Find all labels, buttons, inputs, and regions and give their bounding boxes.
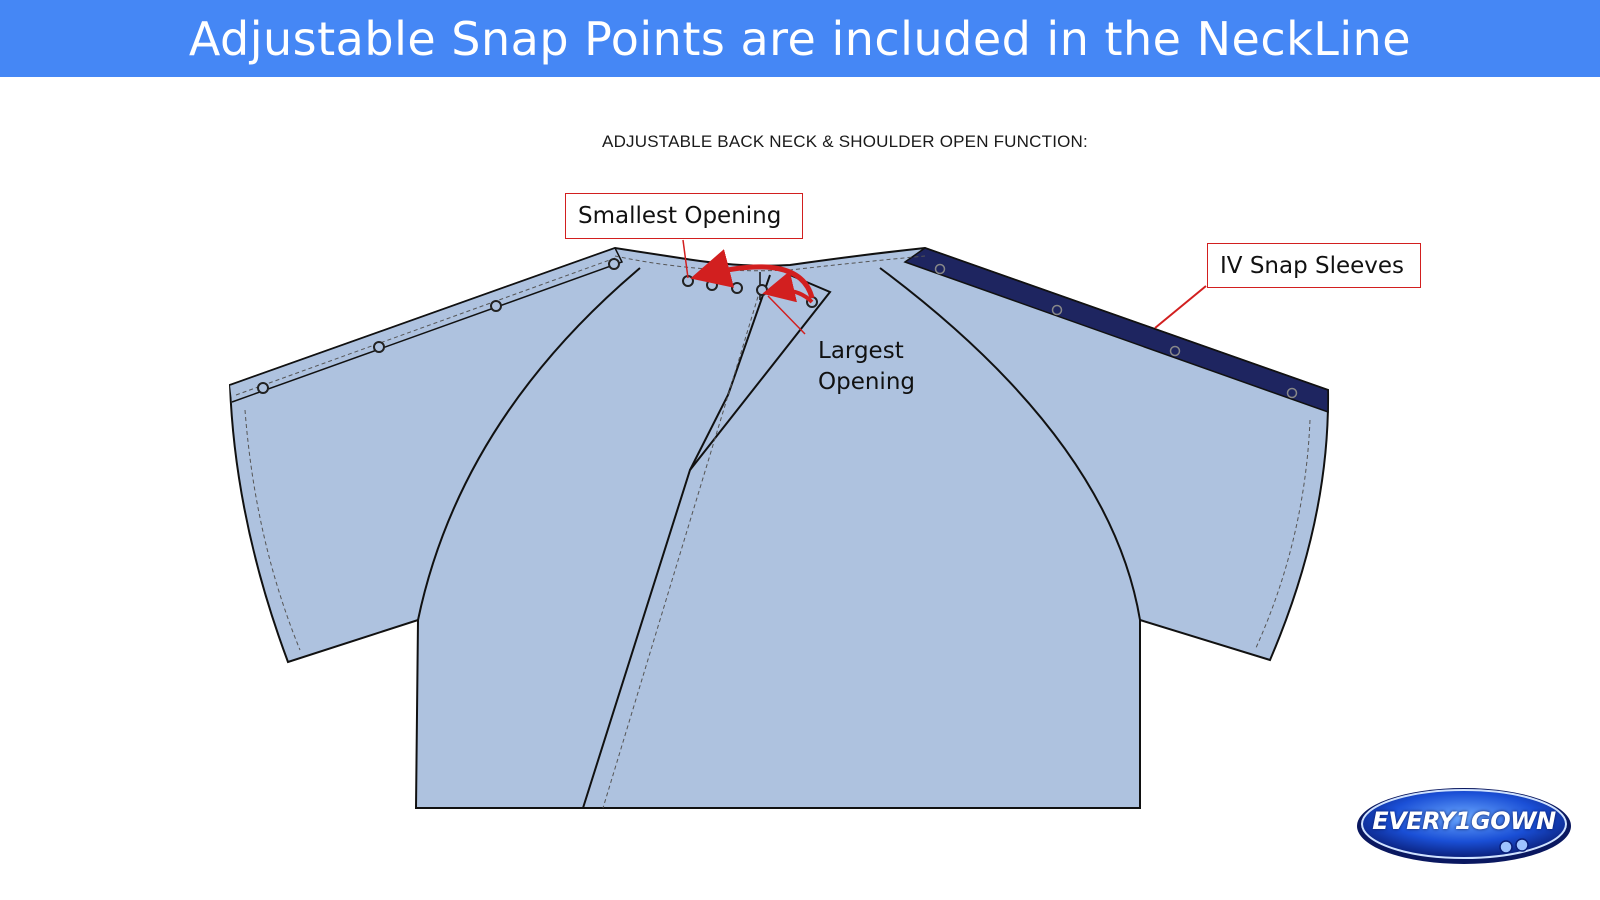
diagram-subtitle: ADJUSTABLE BACK NECK & SHOULDER OPEN FUN… <box>602 132 1088 151</box>
page-title: Adjustable Snap Points are included in t… <box>188 11 1412 66</box>
smallest-arrow <box>690 249 815 299</box>
largest-opening-line-2: Opening <box>818 369 915 395</box>
iv-snap-sleeves-callout: IV Snap Sleeves <box>1207 243 1421 288</box>
largest-opening-line-1: Largest <box>818 338 904 364</box>
iv-snap-sleeves-label: IV Snap Sleeves <box>1220 252 1405 279</box>
smallest-opening-callout: Smallest Opening <box>565 193 803 239</box>
logo-text: EVERY1GOWN <box>1372 807 1556 835</box>
left-shoulder-snaps <box>257 258 620 394</box>
iv-sleeve-strip <box>903 247 1329 414</box>
title-banner: Adjustable Snap Points are included in t… <box>0 0 1600 77</box>
largest-arrow <box>762 271 814 304</box>
smallest-opening-label: Smallest Opening <box>578 203 782 229</box>
right-sleeve-snaps <box>934 263 1298 399</box>
largest-opening-label: Largest Opening <box>808 334 929 400</box>
every1gown-logo: EVERY1GOWN <box>1354 785 1574 867</box>
logo-badge-icon <box>1357 788 1571 864</box>
